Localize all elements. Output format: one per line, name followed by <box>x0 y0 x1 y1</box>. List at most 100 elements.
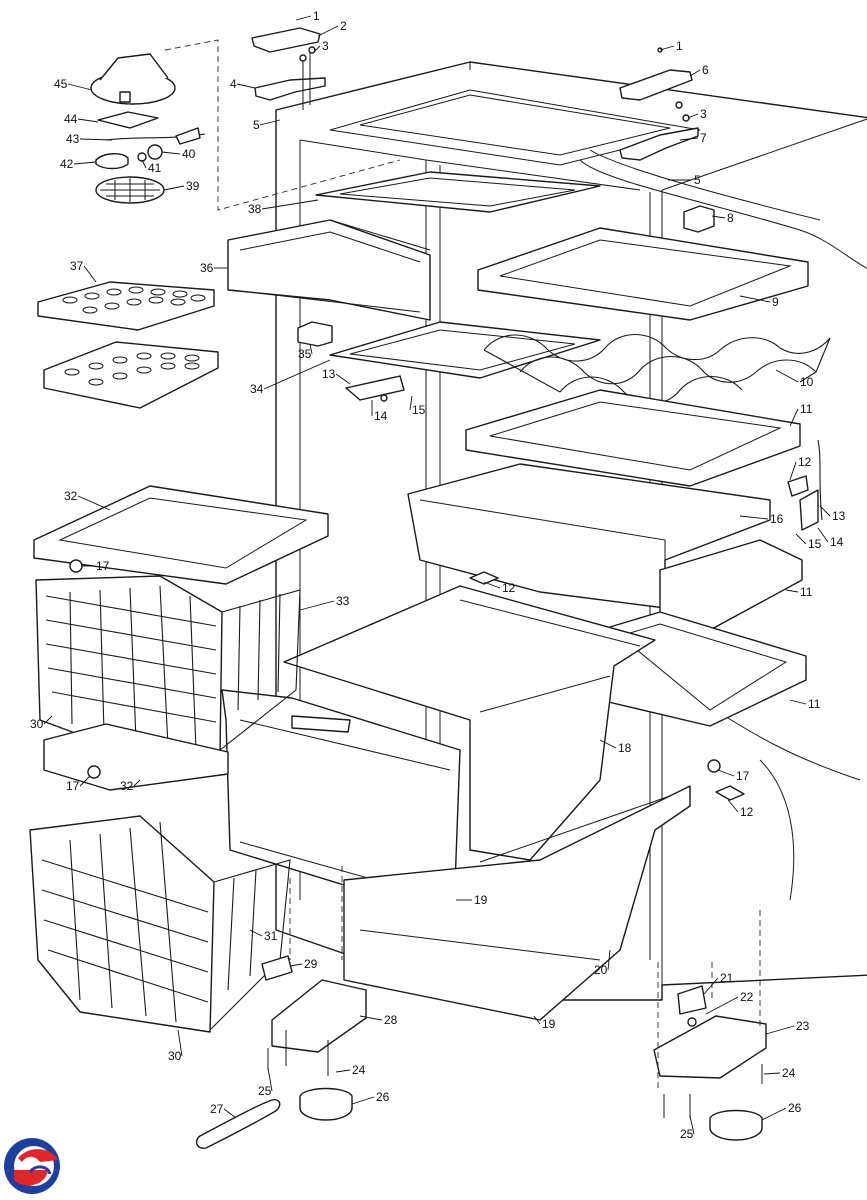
callout-leader-c13a <box>335 373 351 385</box>
callout-label-c41: 41 <box>148 161 162 175</box>
callout-leader-c28 <box>359 1015 383 1021</box>
callout-label-c3b: 3 <box>700 107 707 121</box>
callout-leader-c1a <box>295 15 312 21</box>
callout-leader-c42 <box>73 161 97 165</box>
callout-leader-c12b <box>483 581 501 589</box>
callout-label-c7: 7 <box>700 131 707 145</box>
callout-label-c26b: 26 <box>788 1101 802 1115</box>
callout-label-c13b: 13 <box>832 509 846 523</box>
callout-leader-c17c <box>79 775 91 787</box>
freezer-shelf-38 <box>315 171 601 213</box>
callout-leader-c12a <box>789 461 797 481</box>
callout-label-c39: 39 <box>186 179 200 193</box>
callout-label-c43: 43 <box>66 132 80 146</box>
lamp-housing <box>90 53 176 105</box>
hinge-cover-left <box>251 27 321 53</box>
callout-label-c9: 9 <box>772 295 779 309</box>
callout-label-c11b: 11 <box>800 585 813 599</box>
callout-leader-c10 <box>775 369 799 383</box>
callout-label-c19b: 19 <box>542 1017 556 1031</box>
callout-leader-c35 <box>309 343 313 355</box>
callout-label-c8: 8 <box>727 211 734 225</box>
callout-leader-c12c <box>727 799 739 813</box>
callout-label-c19a: 19 <box>474 893 488 907</box>
callout-leader-c44 <box>77 118 99 123</box>
callout-label-c15a: 15 <box>412 403 426 417</box>
callout-label-c5a: 5 <box>253 118 260 132</box>
callout-label-c12b: 12 <box>502 581 516 595</box>
ice-tray-lower <box>43 341 219 409</box>
callout-leader-c33 <box>299 600 335 611</box>
callout-label-c37: 37 <box>70 259 84 273</box>
callout-label-c18: 18 <box>618 741 632 755</box>
shelf-34 <box>329 321 601 379</box>
lamp-cover-plate <box>97 111 159 129</box>
callout-leader-c25a <box>267 1067 273 1092</box>
callout-label-c21: 21 <box>720 971 734 985</box>
wire-basket-30-lower <box>29 815 291 1033</box>
wire-basket-30-upper <box>35 575 301 755</box>
callout-label-c44: 44 <box>64 112 78 126</box>
callout-label-c4: 4 <box>230 77 237 91</box>
callout-label-c20: 20 <box>594 963 608 977</box>
bottom-screws <box>267 1048 763 1118</box>
glass-shelf-11a <box>465 389 801 487</box>
callout-label-c32b: 32 <box>120 779 134 793</box>
callout-label-c17a: 17 <box>96 559 110 573</box>
leveling-foot-left-26 <box>299 1087 353 1121</box>
brand-logo <box>4 1138 60 1194</box>
callout-label-c36: 36 <box>200 261 214 275</box>
hinge-bottom-left-28 <box>261 955 367 1076</box>
hinge-screws <box>299 46 690 122</box>
shelf-support-12-14-right <box>787 439 823 531</box>
callout-leader-c24b <box>763 1072 781 1075</box>
hinge-bottom-right-23 <box>653 985 767 1079</box>
callout-label-c2: 2 <box>340 19 347 33</box>
callout-leader-c20 <box>607 949 611 971</box>
callout-label-c24a: 24 <box>352 1063 366 1077</box>
callout-leader-c34 <box>263 359 331 390</box>
callout-leader-c21 <box>703 977 719 995</box>
glass-shelf-32-upper <box>33 485 329 585</box>
callout-leader-c30b <box>177 1029 183 1057</box>
callout-leader-c24a <box>335 1069 351 1073</box>
callout-label-c42: 42 <box>60 157 74 171</box>
callout-label-c45: 45 <box>54 77 68 91</box>
callout-leader-c39 <box>163 185 185 191</box>
callout-label-c23: 23 <box>796 1019 810 1033</box>
callout-leader-c14b <box>817 527 829 543</box>
callout-label-c33: 33 <box>336 594 350 608</box>
callout-label-c11a: 11 <box>800 402 813 416</box>
leveling-foot-right-26 <box>709 1109 763 1141</box>
lamp-socket <box>137 144 163 162</box>
callout-label-c30a: 30 <box>30 717 44 731</box>
part-35 <box>297 321 333 347</box>
shelf-support-13-14-left <box>345 375 405 402</box>
ice-tray-37 <box>37 281 215 331</box>
callout-label-c28: 28 <box>384 1013 398 1027</box>
callout-leader-c11c <box>789 699 807 705</box>
glass-shelf-9 <box>477 227 809 321</box>
callout-leader-c7 <box>679 137 699 141</box>
wine-rack-10 <box>483 334 831 405</box>
callout-label-c38: 38 <box>248 202 262 216</box>
callout-label-c24b: 24 <box>782 1066 796 1080</box>
callout-leader-c41 <box>141 159 147 169</box>
callout-leader-c32a <box>77 495 111 511</box>
callout-leader-c11b <box>785 589 799 593</box>
callout-label-c17b: 17 <box>736 769 750 783</box>
callout-label-c30b: 30 <box>168 1049 182 1063</box>
callout-leader-c5a <box>259 119 281 126</box>
callout-leader-c32b <box>133 779 141 787</box>
callout-leader-c43 <box>79 138 113 141</box>
callout-label-c16: 16 <box>770 512 784 526</box>
hinge-bracket-right <box>619 127 699 161</box>
callout-label-c31: 31 <box>264 929 278 943</box>
callout-leader-c3b <box>687 113 699 119</box>
callout-leader-c13b <box>819 505 831 517</box>
callout-leader-c15b <box>795 533 807 545</box>
glass-shelf-11c <box>599 611 807 727</box>
callout-label-c13a: 13 <box>322 367 336 381</box>
callout-leader-c40 <box>161 151 181 155</box>
callout-leader-c3a <box>313 45 321 53</box>
